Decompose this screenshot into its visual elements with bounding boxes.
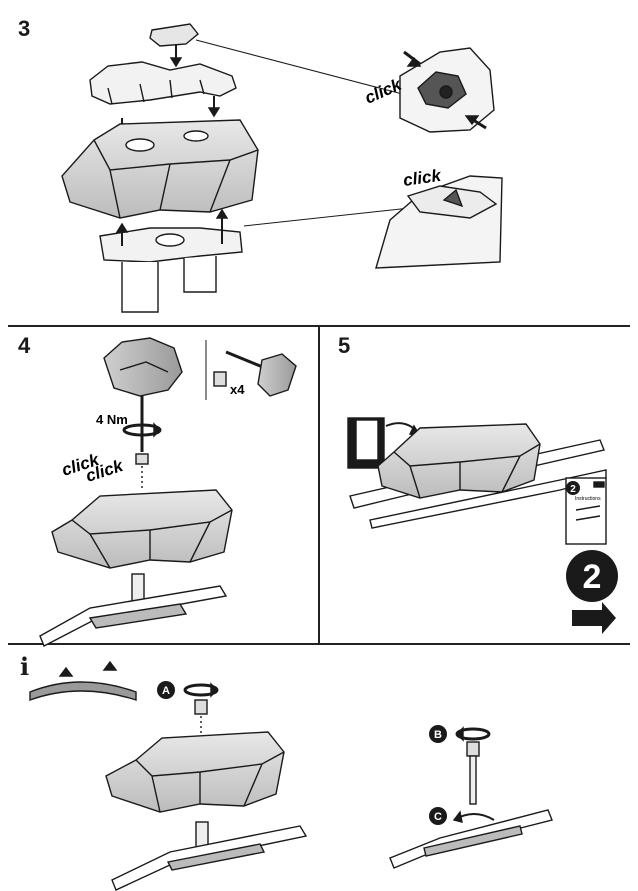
marker-a xyxy=(157,681,175,699)
section-divider-vertical xyxy=(318,327,320,643)
step-4-number: 4 xyxy=(18,333,31,358)
next-step-number: 2 xyxy=(583,558,602,596)
next-step-badge xyxy=(566,550,618,602)
info-icon: i xyxy=(20,652,30,681)
marker-a-label: A xyxy=(162,685,170,697)
step-3-number: 3 xyxy=(18,16,31,41)
step-5-illustration xyxy=(347,417,616,634)
step-3-illustration xyxy=(61,23,503,313)
info-illustration xyxy=(29,660,553,891)
screw-icon xyxy=(135,453,149,465)
arrow-right-icon xyxy=(572,602,616,634)
instructions-title: Instructions xyxy=(575,496,601,502)
section-divider-bottom xyxy=(8,643,630,645)
instructions-number: 2 xyxy=(570,484,576,495)
step-5-number: 5 xyxy=(338,333,351,358)
section-divider-top xyxy=(8,325,630,327)
quantity-label: x4 xyxy=(230,382,245,397)
marker-c xyxy=(429,807,447,825)
instructions-badge xyxy=(566,481,580,495)
marker-b-label: B xyxy=(434,729,442,741)
step-4-illustration xyxy=(39,337,297,647)
marker-c-label: C xyxy=(434,811,442,823)
marker-b xyxy=(429,725,447,743)
torque-label: 4 Nm xyxy=(96,412,128,427)
click-label-1: click xyxy=(362,74,406,107)
